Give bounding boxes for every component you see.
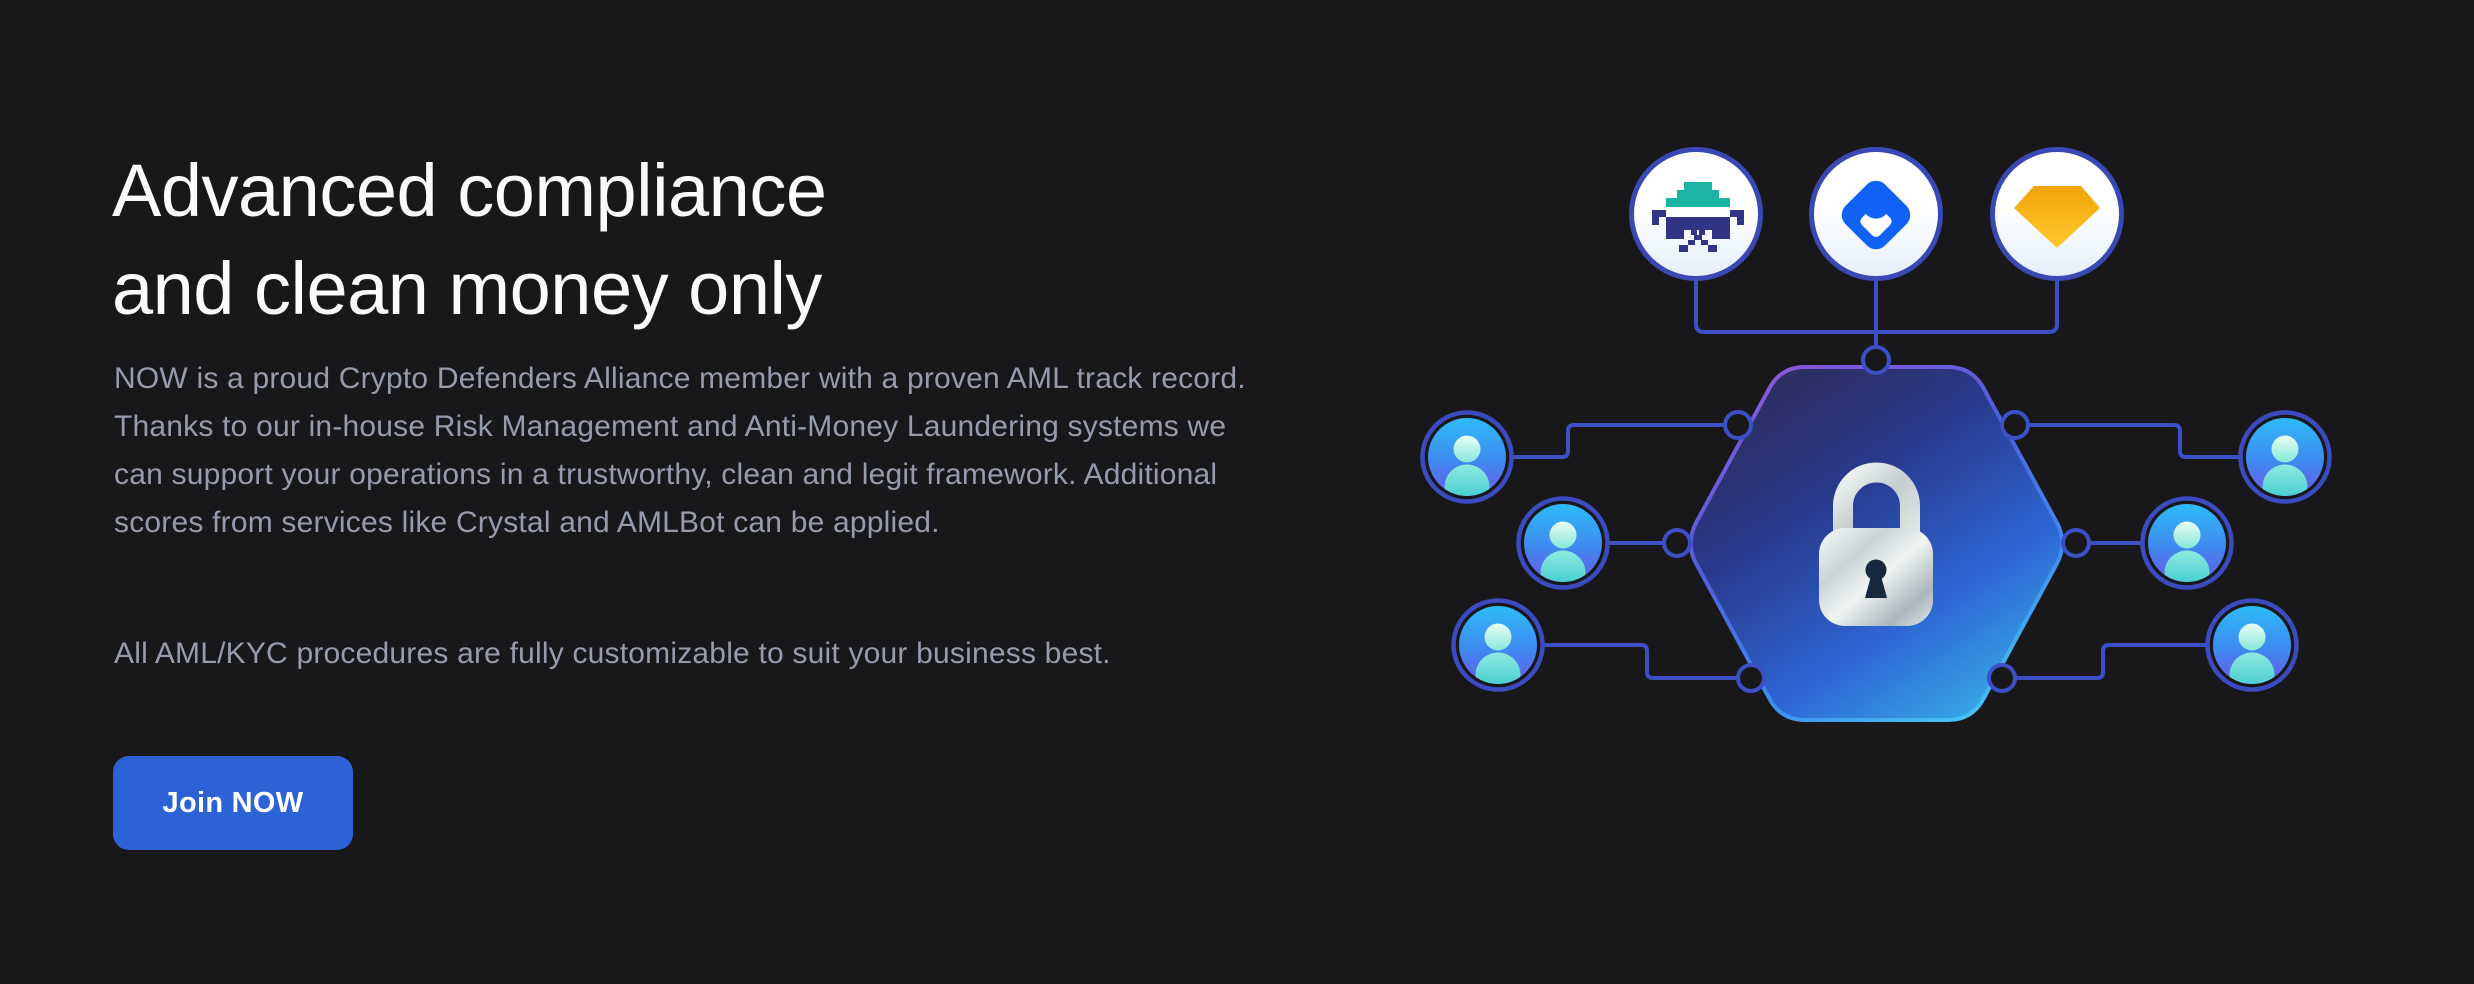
badge-spy <box>1629 147 1763 281</box>
port-upper-right <box>2000 410 2030 440</box>
port-middle-right <box>2061 528 2091 558</box>
port-middle-left <box>1662 528 1692 558</box>
connector-lines <box>1510 423 2242 680</box>
connector-right-bottom <box>2002 643 2209 680</box>
lock-icon <box>1819 462 1933 626</box>
join-now-button[interactable]: Join NOW <box>113 756 353 850</box>
port-lower-left <box>1736 663 1766 693</box>
connector-left-top <box>1510 423 1738 459</box>
intro-paragraph-line: can support your operations in a trustwo… <box>114 458 1218 491</box>
intro-paragraph-line: Thanks to our in-house Risk Management a… <box>114 410 1227 443</box>
badge-gem <box>1990 147 2124 281</box>
user-avatar-right-bottom <box>2208 601 2297 698</box>
intro-paragraph-line: scores from services like Crystal and AM… <box>114 506 940 539</box>
page-title: Advanced compliance and clean money only <box>112 142 827 338</box>
page-title-line-1: Advanced compliance <box>112 149 827 232</box>
port-top <box>1861 345 1891 375</box>
customization-note: All AML/KYC procedures are fully customi… <box>114 637 1111 670</box>
crystal-diamond-icon <box>1841 180 1911 250</box>
user-avatar-left-top <box>1423 413 1512 510</box>
user-avatar-left-bottom <box>1454 601 1543 698</box>
user-avatar-right-middle <box>2143 499 2232 596</box>
spy-pixel-icon <box>1652 182 1744 252</box>
port-upper-left <box>1723 410 1753 440</box>
page-title-line-2: and clean money only <box>112 247 822 330</box>
keyhole <box>1865 559 1887 581</box>
port-lower-right <box>1987 663 2017 693</box>
intro-paragraph: NOW is a proud Crypto Defenders Alliance… <box>114 355 1246 547</box>
intro-paragraph-line: NOW is a proud Crypto Defenders Alliance… <box>114 362 1246 395</box>
user-avatar-left-middle <box>1519 499 1608 596</box>
badge-crystal <box>1809 147 1943 281</box>
user-avatar-right-top <box>2241 413 2330 510</box>
gem-icon <box>2014 186 2100 248</box>
badge-tree-connector <box>1694 276 2059 354</box>
connector-left-bottom <box>1540 643 1751 680</box>
aml-security-illustration <box>1400 147 2340 722</box>
connector-right-top <box>2015 423 2242 459</box>
hexagon-ports <box>1662 345 2091 693</box>
